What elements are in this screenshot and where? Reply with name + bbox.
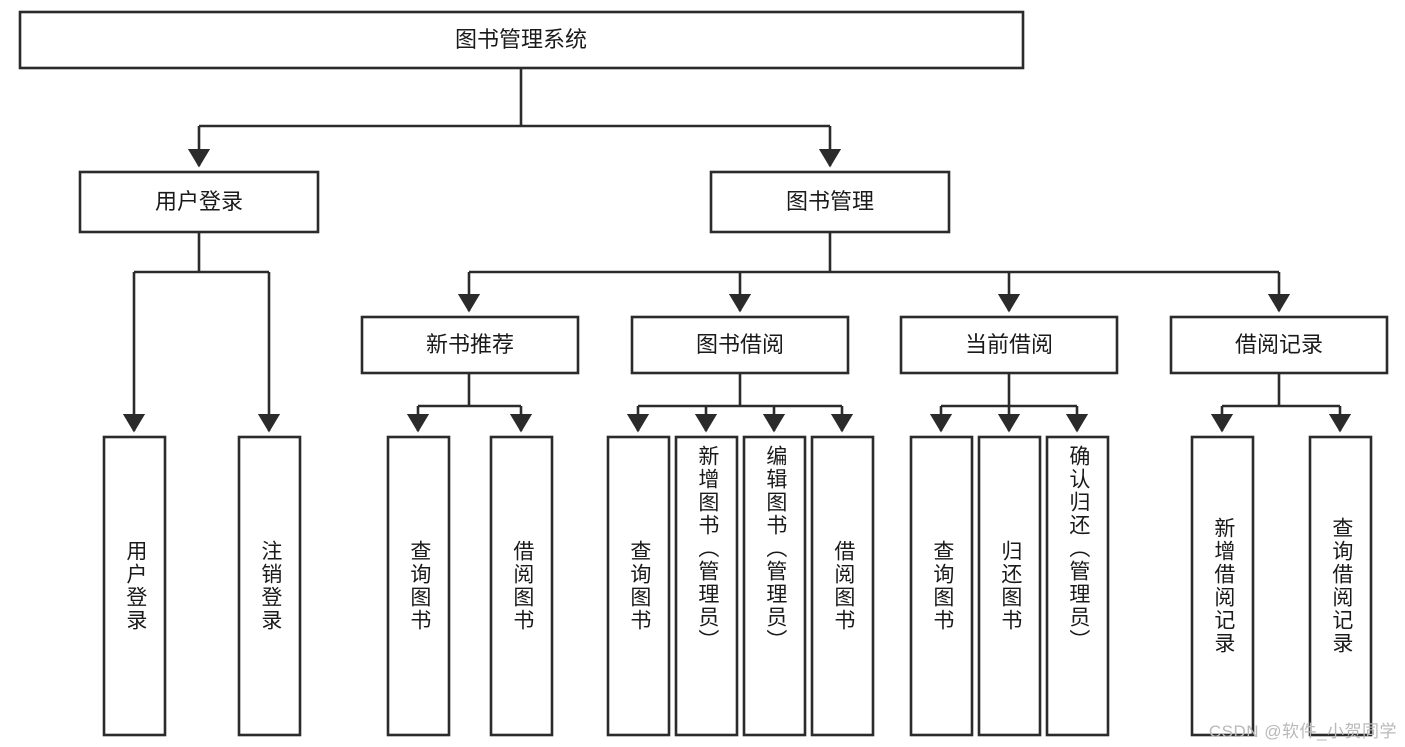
node-borrow-record-box[interactable]: [1169, 315, 1389, 375]
leaf-box-book-borrow-2[interactable]: [674, 435, 739, 737]
node-book-manage[interactable]: 图书管理: [709, 170, 951, 234]
node-current-borrow-box[interactable]: [899, 315, 1119, 375]
connector-group-current: [929, 373, 1089, 433]
leaf-box-new-book-2[interactable]: [489, 435, 554, 737]
node-book-manage-label: 图书管理: [786, 189, 874, 214]
leaf-box-borrow-record-2[interactable]: [1308, 435, 1373, 737]
node-new-book-recommend-box[interactable]: [360, 315, 580, 375]
leaf-box-current-borrow-3[interactable]: [1045, 435, 1110, 737]
leaf-boxes-new-book-recommend: [386, 435, 554, 737]
node-user-login-label: 用户登录: [155, 189, 243, 214]
node-current-borrow-label: 当前借阅: [965, 332, 1053, 357]
node-root-box[interactable]: [18, 10, 1025, 70]
connector-group-book-manage: [457, 232, 1291, 313]
node-borrow-record[interactable]: 借阅记录: [1169, 315, 1389, 375]
connector-group-borrow: [626, 373, 854, 433]
node-book-borrow-label: 图书借阅: [696, 332, 784, 357]
leaf-boxes-current-borrow: [909, 435, 1110, 737]
node-current-borrow[interactable]: 当前借阅: [899, 315, 1119, 375]
leaf-box-book-borrow-1[interactable]: [606, 435, 671, 737]
node-book-manage-box[interactable]: [709, 170, 951, 234]
leaf-box-borrow-record-1[interactable]: [1190, 435, 1255, 737]
leaf-boxes-borrow-record: [1190, 435, 1373, 737]
leaf-boxes-user-login: [102, 435, 302, 737]
node-borrow-record-label: 借阅记录: [1235, 332, 1323, 357]
node-new-book-recommend[interactable]: 新书推荐: [360, 315, 580, 375]
connector-group-record: [1210, 373, 1352, 433]
node-user-login-box[interactable]: [78, 170, 320, 234]
node-user-login[interactable]: 用户登录: [78, 170, 320, 234]
csdn-watermark: CSDN @软件_小贺同学: [1208, 722, 1397, 741]
connector-group-user-login: [122, 232, 281, 433]
leaf-boxes-book-borrow: [606, 435, 875, 737]
leaf-box-current-borrow-2[interactable]: [977, 435, 1042, 737]
leaf-box-new-book-1[interactable]: [386, 435, 451, 737]
node-book-borrow[interactable]: 图书借阅: [630, 315, 850, 375]
leaf-box-user-login-1[interactable]: [102, 435, 167, 737]
node-book-borrow-box[interactable]: [630, 315, 850, 375]
leaf-box-current-borrow-1[interactable]: [909, 435, 974, 737]
leaf-box-user-login-2[interactable]: [237, 435, 302, 737]
node-root[interactable]: 图书管理系统: [18, 10, 1025, 70]
connector-group-root: [187, 68, 842, 168]
node-new-book-recommend-label: 新书推荐: [426, 332, 514, 357]
node-root-label: 图书管理系统: [455, 27, 587, 52]
leaf-box-book-borrow-4[interactable]: [810, 435, 875, 737]
leaf-box-book-borrow-3[interactable]: [742, 435, 807, 737]
connector-group-new-book: [406, 373, 533, 433]
